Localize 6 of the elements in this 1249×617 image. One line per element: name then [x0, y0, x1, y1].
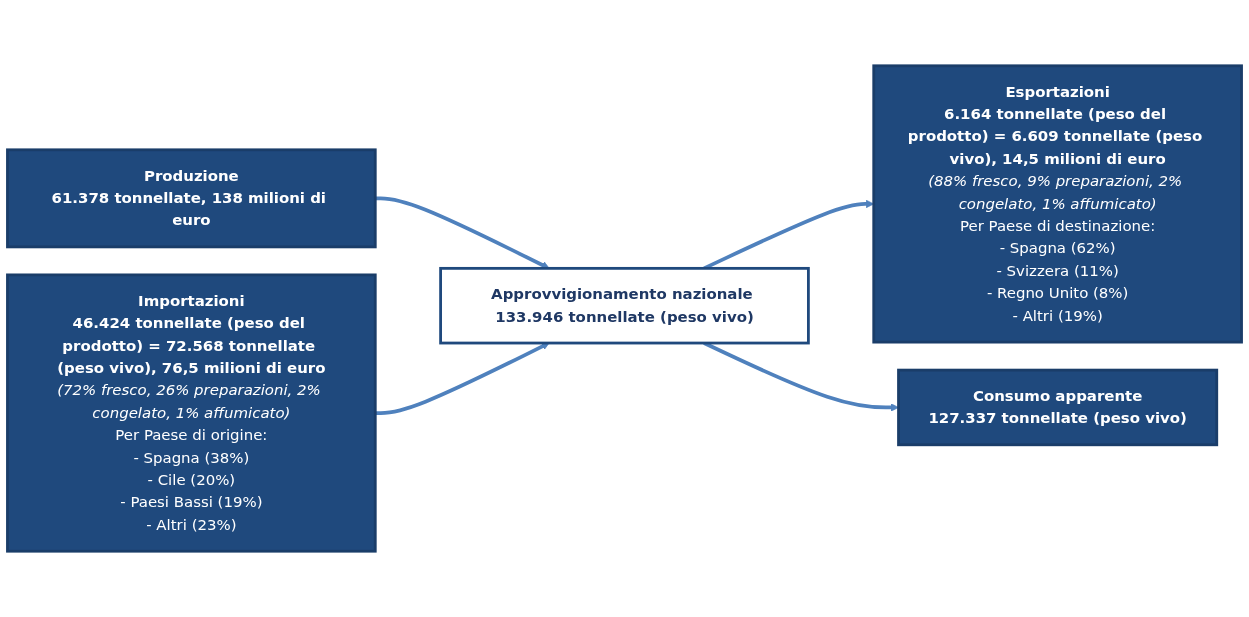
node-box: Importazioni 46.424 tonnellate (peso del prodotto) = 72.568 tonnellate (peso vivo), 76,5 milioni di euro (72% fresco, 26% preparazioni, 2% congelato, 1% affumicato) Per Paese di origine: - Spagna (38%) - Cile (20%) - Paesi Bassi (19%) - Altri (23%) — [6, 273, 377, 553]
node-box: Esportazioni 6.164 tonnellate (peso del prodotto) = 6.609 tonnellate (peso vivo), 14,5 milioni di euro (88% fresco, 9% preparazioni, 2% congelato, 1% affumicato) Per Paese di destinazione: - Spagna (62%) - Svizzera (11%) - Regno Unito (8%) - Altri (19%) — [872, 64, 1243, 344]
node-box: Approvvigionamento nazionale 133.946 tonnellate (peso vivo) — [439, 266, 810, 345]
node-box: Consumo apparente 127.337 tonnellate (peso vivo) — [897, 368, 1219, 447]
node-box: Produzione 61.378 tonnellate, 138 milioni di euro — [6, 148, 377, 249]
arrow — [375, 196, 550, 269]
